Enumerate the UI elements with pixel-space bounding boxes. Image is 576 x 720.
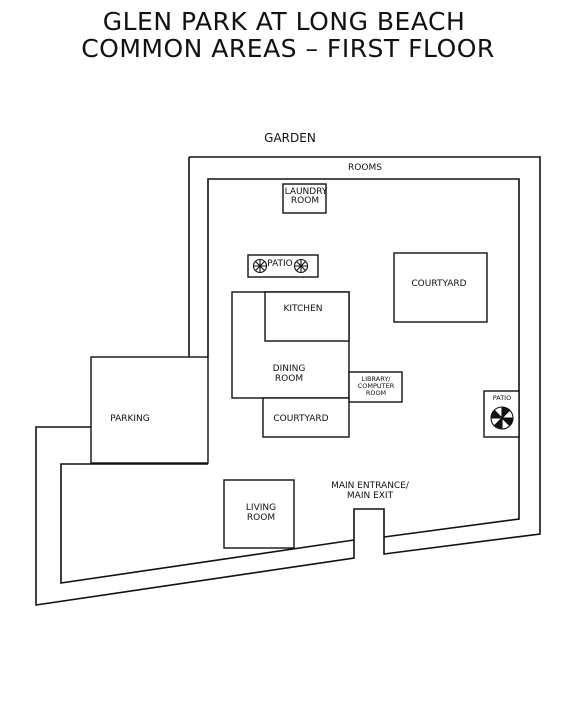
library-label-2: COMPUTER <box>358 382 395 390</box>
garden-label: GARDEN <box>264 131 316 145</box>
parking-label: PARKING <box>110 414 150 424</box>
dining-label-2: ROOM <box>275 374 303 384</box>
kitchen <box>264 291 350 342</box>
library-computer-room <box>348 371 403 403</box>
patio-right-label: PATIO <box>493 394 511 402</box>
living-room <box>223 479 295 549</box>
dining-label-1: DINING <box>273 364 306 374</box>
laundry-label-2: ROOM <box>291 196 319 206</box>
inner-wall-lower <box>60 463 355 584</box>
courtyard-right <box>393 252 488 323</box>
courtyard-center-label: COURTYARD <box>273 414 328 424</box>
courtyard-right-label: COURTYARD <box>411 279 466 289</box>
courtyard-center <box>262 397 350 438</box>
main-entrance-label-1: MAIN ENTRANCE/ <box>331 481 410 491</box>
laundry-label-1: LAUNDRY <box>285 187 328 197</box>
patio-top-label: PATIO <box>267 259 293 269</box>
fan-icon <box>490 406 514 430</box>
library-label-1: LIBRARY/ <box>362 375 392 383</box>
library-label-3: ROOM <box>366 389 386 397</box>
plan-title-line2: COMMON AREAS – FIRST FLOOR <box>81 34 495 63</box>
main-entrance-label-2: MAIN EXIT <box>347 491 394 501</box>
outer-wall <box>35 156 541 606</box>
plan-title-line1: GLEN PARK AT LONG BEACH <box>102 7 466 36</box>
inner-wall <box>207 178 520 538</box>
fan-icon <box>252 258 268 274</box>
living-label-2: ROOM <box>247 513 275 523</box>
living-label-1: LIVING <box>246 503 276 513</box>
kitchen-label: KITCHEN <box>284 304 323 314</box>
rooms-label: ROOMS <box>348 163 382 173</box>
laundry-room <box>282 183 327 214</box>
fan-icon <box>293 258 309 274</box>
parking-area <box>90 356 209 464</box>
